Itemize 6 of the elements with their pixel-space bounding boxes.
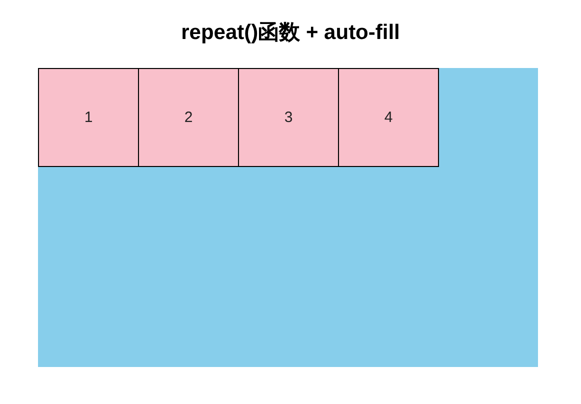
diagram-title: repeat()函数 + auto-fill [181,20,400,46]
grid-container [38,68,538,367]
grid-item: 4 [338,68,439,167]
grid-item: 1 [38,68,139,167]
grid-item: 3 [238,68,339,167]
grid-item: 2 [138,68,239,167]
